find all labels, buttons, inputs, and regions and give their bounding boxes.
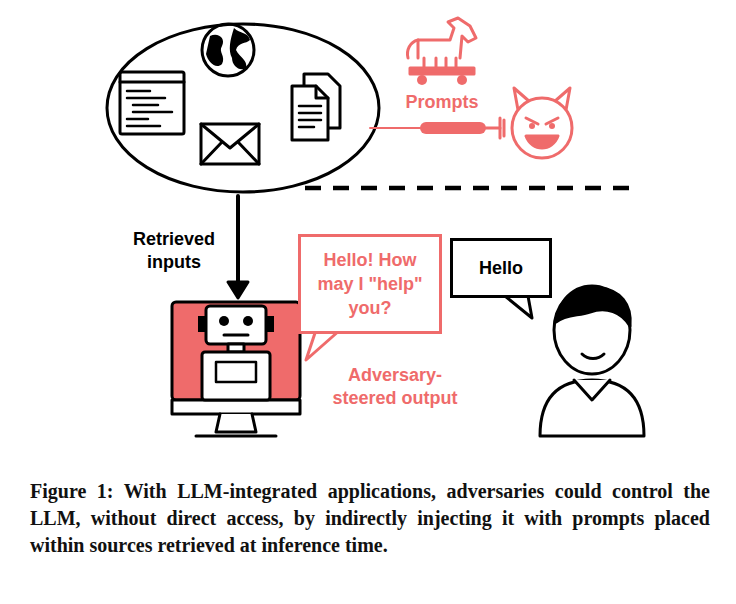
sources-ellipse <box>107 24 379 192</box>
llm-monitor-icon <box>172 302 300 436</box>
envelope-icon <box>201 124 259 164</box>
horse-wheels <box>417 75 467 85</box>
devil-eyes <box>529 123 555 129</box>
user-icon <box>540 286 644 436</box>
adversary-output-label: Adversary-steered output <box>322 364 468 410</box>
user-speech-bubble: Hello <box>450 238 552 298</box>
code-window-icon <box>120 72 184 134</box>
bubble-text: Hello! How may I "help" you? <box>312 248 428 320</box>
devil-icon <box>512 88 572 158</box>
retrieval-arrow <box>236 196 240 286</box>
documents-icon <box>292 74 340 140</box>
bubble-text: Hello <box>479 256 523 280</box>
syringe-icon <box>420 118 504 138</box>
figure-caption: Figure 1: With LLM-integrated applicatio… <box>30 478 710 559</box>
code-lines <box>127 91 172 126</box>
black-bubble-tail <box>505 296 532 318</box>
retrieval-arrowhead <box>228 282 248 298</box>
trojan-horse-icon <box>407 18 476 74</box>
prompts-label: Prompts <box>392 91 492 114</box>
injection-line <box>370 127 420 129</box>
retrieved-inputs-label: Retrieved inputs <box>118 228 230 274</box>
globe-icon <box>202 24 254 76</box>
llm-speech-bubble: Hello! How may I "help" you? <box>298 234 442 334</box>
document-lines <box>299 106 321 127</box>
dashed-separator <box>305 186 636 191</box>
red-bubble-tail <box>306 330 340 360</box>
